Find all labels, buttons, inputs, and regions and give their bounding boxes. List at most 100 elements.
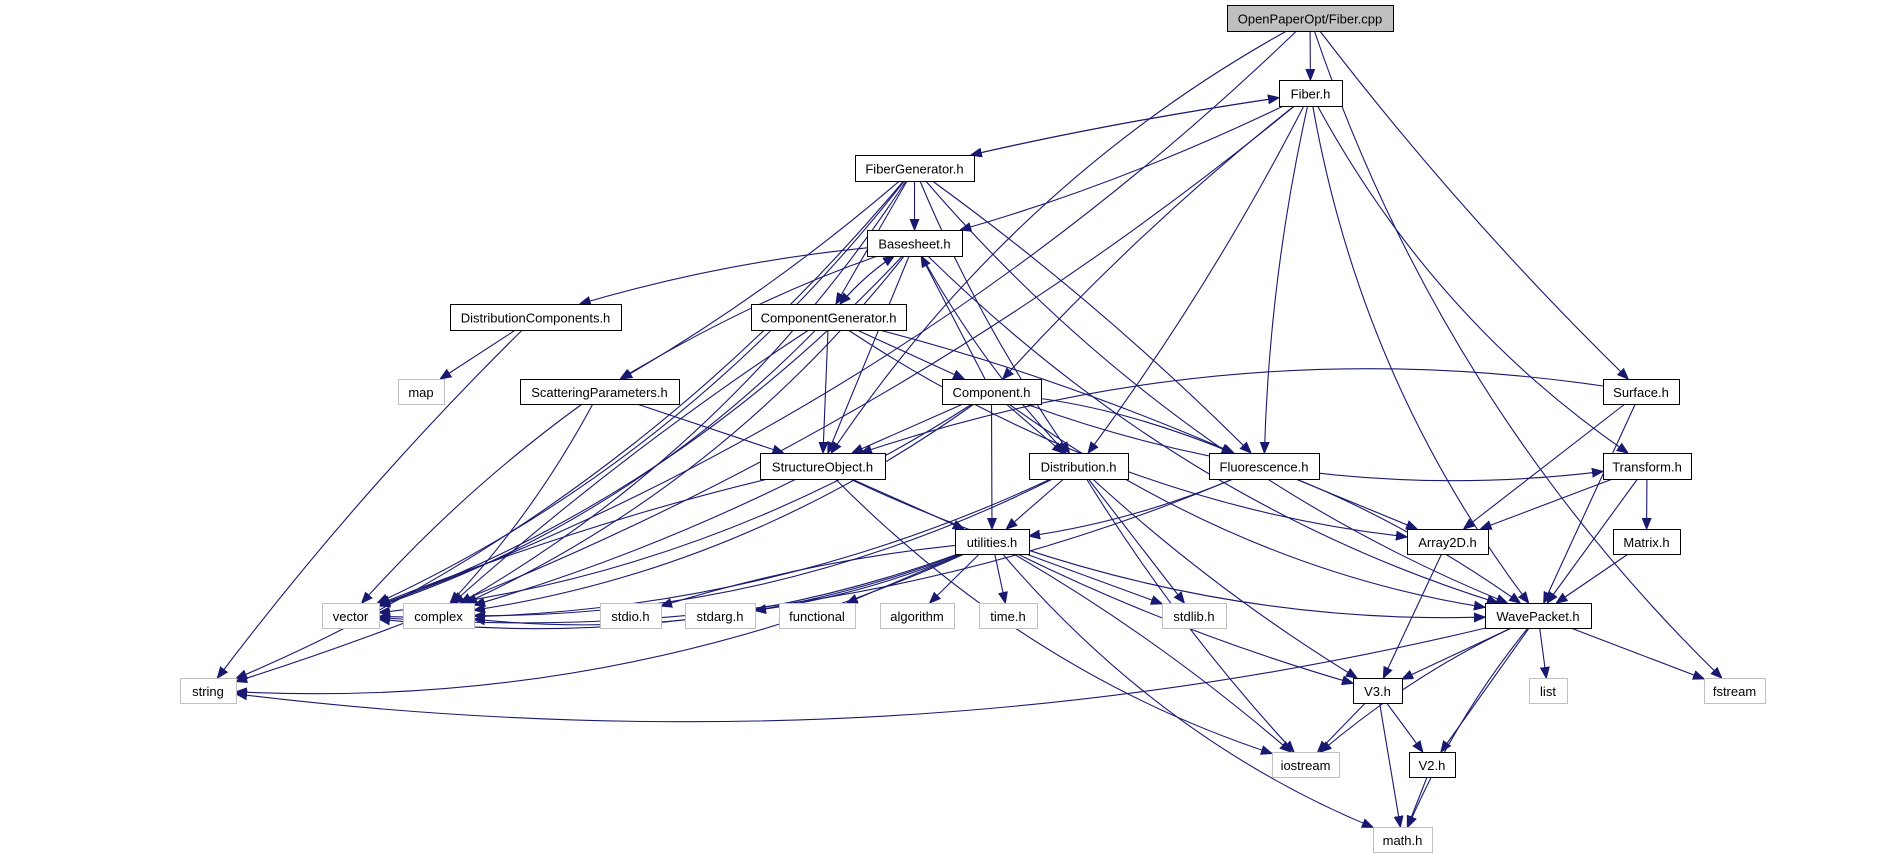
node-basesheet-h[interactable]: Basesheet.h (867, 230, 963, 257)
edge-fibergen_h-to-complex (460, 180, 907, 603)
node-box[interactable] (1353, 678, 1403, 704)
edge-wavepacket_h-to-v2_h (1441, 627, 1530, 752)
edge-compgen_h-to-structobj_h (823, 329, 828, 453)
node-box[interactable] (1279, 80, 1343, 107)
node-box[interactable] (1409, 752, 1456, 778)
node-label: Distribution.h (1041, 460, 1117, 475)
node-box[interactable] (1029, 453, 1129, 480)
edge-surface_h-to-wavepacket_h (1544, 403, 1636, 603)
edge-component_h-to-complex (474, 403, 975, 610)
node-box (1162, 603, 1227, 629)
node-box[interactable] (1603, 379, 1680, 405)
node-label: map (408, 385, 433, 400)
node-box[interactable] (942, 379, 1042, 405)
node-component-h[interactable]: Component.h (942, 379, 1042, 405)
node-vector: vector (322, 603, 380, 629)
edge-utilities_h-to-math_h (1002, 553, 1373, 827)
node-stdio-h: stdio.h (600, 603, 662, 629)
edge-utilities_h-to-iostream (1013, 553, 1291, 752)
node-v3-h[interactable]: V3.h (1353, 678, 1403, 704)
node-box (600, 603, 662, 629)
edge-fibergen_h-to-wavepacket_h (925, 180, 1508, 603)
edge-fiber_h-to-basesheet_h (960, 105, 1284, 230)
node-box[interactable] (760, 453, 886, 480)
node-v2-h[interactable]: V2.h (1409, 752, 1456, 778)
edge-utilities_h-to-functional (847, 553, 963, 603)
node-box (403, 603, 475, 629)
node-utilities-h[interactable]: utilities.h (955, 529, 1030, 555)
node-label: complex (414, 609, 463, 624)
node-label: DistributionComponents.h (461, 311, 611, 326)
edge-structobj_h-to-complex (474, 478, 797, 605)
node-distribution-h[interactable]: Distribution.h (1029, 453, 1129, 480)
node-iostream: iostream (1272, 752, 1340, 778)
node-box[interactable] (450, 304, 622, 331)
edge-fiber_h-to-transform_h (1317, 105, 1628, 453)
node-array2d-h[interactable]: Array2D.h (1407, 529, 1489, 555)
node-box[interactable] (1209, 453, 1320, 480)
node-complex: complex (403, 603, 475, 629)
node-surface-h[interactable]: Surface.h (1603, 379, 1680, 405)
node-label: utilities.h (967, 535, 1018, 550)
node-box[interactable] (520, 379, 680, 405)
node-label: stdarg.h (697, 609, 744, 624)
node-label: Fluorescence.h (1220, 460, 1309, 475)
edge-root-to-surface_h (1319, 30, 1628, 379)
node-box[interactable] (1613, 529, 1681, 555)
node-transform-h[interactable]: Transform.h (1603, 453, 1692, 480)
node-label: stdio.h (611, 609, 649, 624)
node-wavepacket-h[interactable]: WavePacket.h (1485, 603, 1592, 629)
node-label: StructureObject.h (772, 460, 873, 475)
node-label: WavePacket.h (1496, 609, 1579, 624)
edge-compgen_h-to-array2d_h (847, 329, 1407, 537)
node-label: iostream (1281, 758, 1331, 773)
node-distcomp-h[interactable]: DistributionComponents.h (450, 304, 622, 331)
node-box[interactable] (867, 230, 963, 257)
edge-fiber_h-to-fibergen_h (971, 97, 1280, 155)
edge-fibergen_h-to-fluor_h (932, 180, 1251, 453)
edge-component_h-to-structobj_h (852, 403, 964, 453)
edge-v3_h-to-v2_h (1386, 702, 1423, 752)
node-fiber-h[interactable]: Fiber.h (1279, 80, 1343, 107)
node-box (979, 603, 1038, 629)
node-box[interactable] (955, 529, 1030, 555)
node-label: V3.h (1364, 684, 1391, 699)
edge-structobj_h-to-wavepacket_h (849, 478, 1485, 618)
edge-wavepacket_h-to-string (236, 627, 1486, 723)
edge-compgen_h-to-complex (453, 329, 810, 603)
node-matrix-h[interactable]: Matrix.h (1613, 529, 1681, 555)
edge-transform_h-to-array2d_h (1481, 478, 1613, 529)
node-fibergen-h[interactable]: FiberGenerator.h (855, 155, 975, 182)
node-label: algorithm (890, 609, 943, 624)
node-structobj-h[interactable]: StructureObject.h (760, 453, 886, 480)
node-box[interactable] (855, 155, 975, 182)
node-root[interactable]: OpenPaperOpt/Fiber.cpp (1227, 5, 1394, 32)
node-box[interactable] (1407, 529, 1489, 555)
edge-surface_h-to-structobj_h (861, 368, 1604, 453)
edge-basesheet_h-to-distribution_h (921, 255, 1066, 453)
edge-fiber_h-to-component_h (1003, 105, 1295, 379)
edge-utilities_h-to-stdlib_h (1025, 553, 1162, 604)
edge-matrix_h-to-wavepacket_h (1556, 553, 1629, 603)
node-box (880, 603, 955, 629)
edge-compgen_h-to-basesheet_h (839, 256, 894, 305)
node-box[interactable] (1603, 453, 1692, 480)
node-label: stdlib.h (1173, 609, 1214, 624)
node-scatter-h[interactable]: ScatteringParameters.h (520, 379, 680, 405)
edge-fibergen_h-to-vector (377, 180, 905, 603)
edge-distribution_h-to-stdlib_h (1088, 478, 1185, 603)
edge-structobj_h-to-iostream (835, 478, 1272, 754)
node-label: Fiber.h (1291, 87, 1331, 102)
node-box[interactable] (1227, 5, 1394, 32)
node-algorithm: algorithm (880, 603, 955, 629)
node-stdarg-h: stdarg.h (685, 603, 756, 629)
node-fluor-h[interactable]: Fluorescence.h (1209, 453, 1320, 480)
edge-v3_h-to-math_h (1379, 702, 1401, 827)
node-box[interactable] (751, 304, 907, 331)
edge-wavepacket_h-to-fstream (1570, 627, 1704, 679)
node-compgen-h[interactable]: ComponentGenerator.h (751, 304, 907, 331)
edge-component_h-to-fluor_h (1040, 397, 1233, 454)
node-label: Surface.h (1613, 385, 1669, 400)
node-label: Matrix.h (1623, 535, 1669, 550)
node-box[interactable] (1485, 603, 1592, 629)
